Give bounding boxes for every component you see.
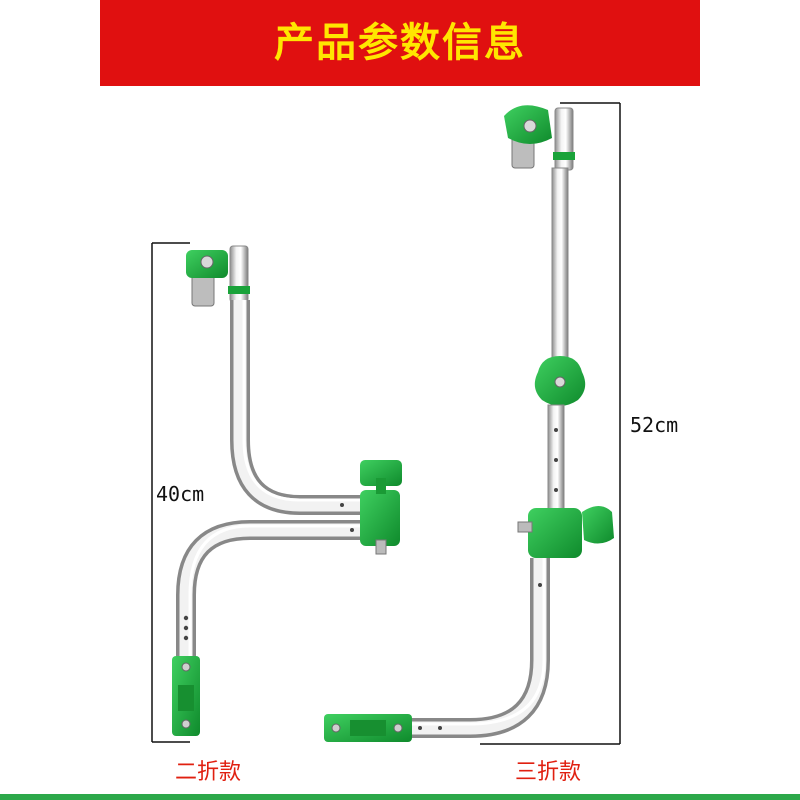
right-dimension-bracket	[480, 102, 621, 745]
bottom-mount	[172, 656, 200, 736]
left-height-label: 40cm	[156, 482, 205, 506]
two-fold-variant-label: 二折款	[174, 760, 241, 785]
header-banner: 产品参数信息	[100, 0, 700, 86]
lower-joint	[517, 506, 614, 558]
page-title: 产品参数信息	[274, 20, 526, 66]
bottom-strip	[0, 794, 800, 800]
middle-knob	[534, 356, 586, 406]
top-clamp	[186, 245, 250, 307]
two-fold-arm	[172, 245, 402, 736]
middle-joint	[360, 460, 402, 555]
left-dimension-bracket	[151, 242, 190, 743]
bottom-mount	[324, 714, 412, 742]
top-clamp	[504, 105, 575, 171]
three-fold-variant-label: 三折款	[514, 760, 581, 785]
three-fold-arm	[324, 105, 614, 742]
right-height-label: 52cm	[630, 413, 679, 437]
